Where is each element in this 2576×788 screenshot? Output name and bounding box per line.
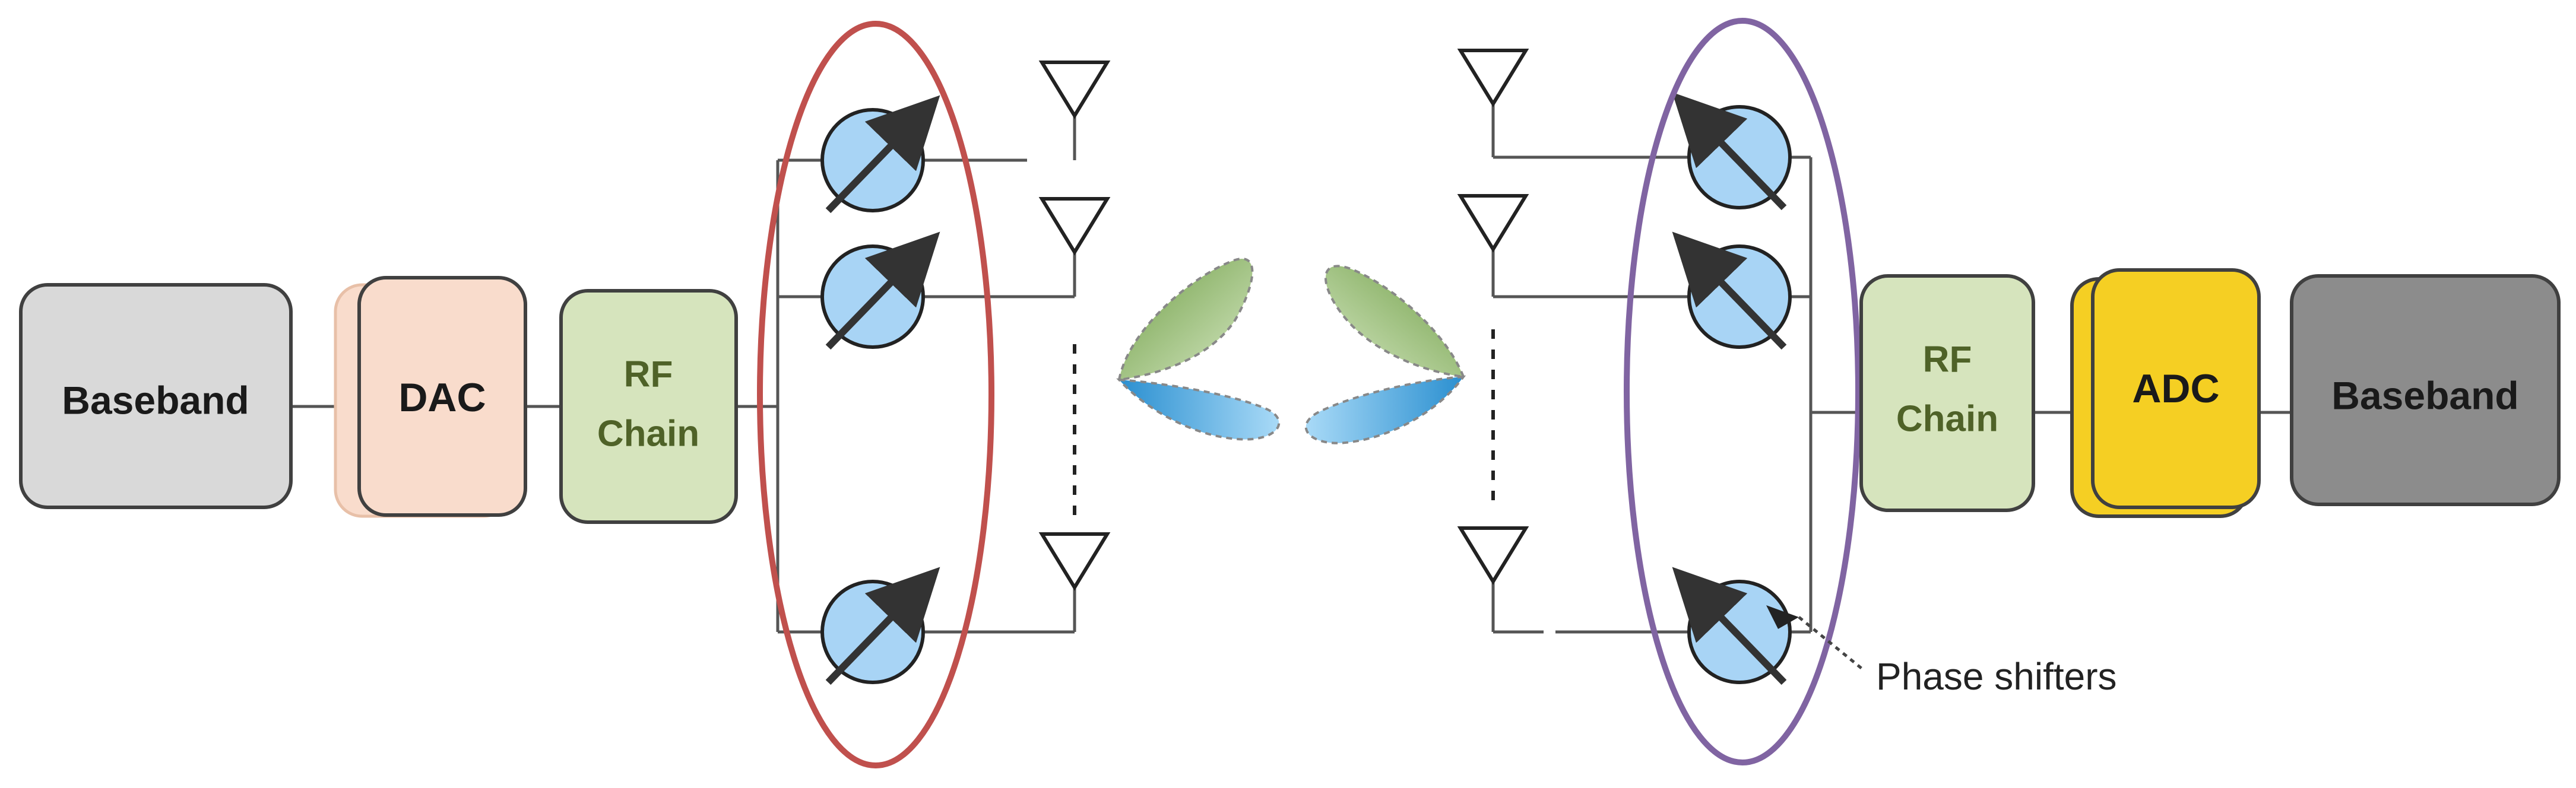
rx-baseband-label: Baseband	[2331, 373, 2518, 417]
rx-adc-label: ADC	[2132, 366, 2219, 411]
tx-baseband-label: Baseband	[62, 378, 249, 422]
rx-beam-upper	[1325, 265, 1466, 379]
tx-phase-shifter-1	[820, 95, 940, 214]
rx-phase-shifter-3	[1672, 567, 1792, 685]
tx-dac-label: DAC	[398, 375, 486, 420]
rx-antenna-1	[1457, 49, 1529, 107]
tx-beam-lower	[1116, 378, 1281, 441]
rx-rf-label-line2: Chain	[1896, 398, 1998, 439]
tx-phase-shifter-3	[820, 567, 940, 685]
phase-shifters-label: Phase shifters	[1876, 655, 2117, 698]
rx-phase-shifter-1	[1672, 92, 1792, 211]
tx-rf-label-line1: RF	[624, 354, 673, 395]
tx-antenna-2	[1038, 197, 1111, 256]
phase-shifters-annotation: Phase shifters	[1766, 605, 2117, 698]
tx-phase-shifter-group-ellipse	[757, 21, 994, 768]
rx-adc-block: ADC	[2070, 268, 2261, 518]
tx-antenna-3	[1038, 532, 1111, 591]
tx-antenna-1	[1038, 61, 1111, 119]
rx-phase-shifter-2	[1672, 231, 1792, 350]
tx-phase-shifter-2	[820, 231, 940, 350]
rx-rf-chain-block: RF Chain	[1859, 274, 2035, 512]
rx-baseband-block: Baseband	[2290, 274, 2561, 506]
tx-baseband-block: Baseband	[19, 283, 293, 509]
tx-connections	[291, 116, 1076, 634]
rx-antenna-2	[1457, 194, 1529, 253]
rx-antenna-3	[1457, 526, 1529, 585]
tx-dac-block: DAC	[334, 276, 527, 518]
tx-rf-label-line2: Chain	[597, 413, 699, 454]
rx-phase-shifter-group-ellipse	[1624, 18, 1861, 765]
rx-connections	[1491, 104, 2292, 634]
rx-beam-lower	[1304, 375, 1466, 444]
tx-rf-chain-block: RF Chain	[559, 289, 738, 524]
tx-beam-upper	[1117, 258, 1254, 382]
rx-rf-label-line1: RF	[1923, 339, 1972, 380]
